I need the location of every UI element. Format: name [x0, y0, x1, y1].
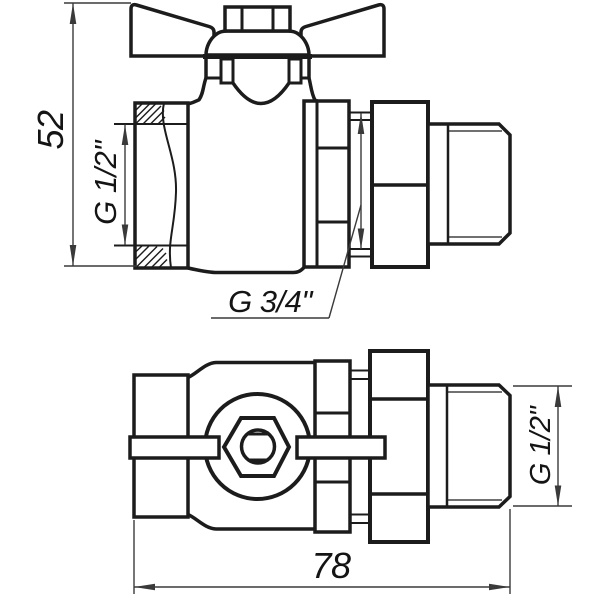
handle-bar-left — [128, 435, 221, 460]
stem-top-circle — [239, 428, 277, 465]
butterfly-handle — [129, 2, 386, 106]
plan-male-thread-end — [426, 383, 512, 509]
section-hatching — [134, 103, 168, 269]
body-top-right-edge — [307, 77, 319, 103]
handle-cap — [204, 29, 311, 57]
male-thread-outline — [426, 122, 512, 246]
plan-body-top-edge — [187, 360, 315, 380]
arrowhead-down — [554, 485, 562, 506]
arrowhead-down — [121, 224, 129, 245]
dim-union-thread-label: G 3/4" — [228, 284, 314, 319]
union-nut — [370, 100, 430, 269]
front-view — [114, 2, 512, 275]
handle-bar-right — [295, 435, 387, 460]
plan-body-bottom-edge — [187, 512, 315, 531]
dimension-arrowheads — [69, 3, 562, 591]
female-thread-end — [114, 101, 190, 270]
stem-gland-left — [219, 57, 235, 85]
neck-arc — [231, 82, 291, 106]
dim-length-label: 78 — [311, 545, 351, 586]
handle-nut — [223, 5, 292, 33]
dim-inlet-thread-label: G 1/2" — [88, 139, 123, 225]
arrowhead-up — [69, 3, 77, 24]
female-end-outline — [133, 101, 190, 270]
body-top-left-edge — [187, 77, 208, 106]
plan-handle-bars — [128, 435, 387, 460]
arrowhead-left — [134, 583, 155, 591]
dimension-labels: 52 G 1/2" G 3/4" 78 G 1/2" — [30, 110, 557, 586]
dimensions — [64, 2, 572, 594]
valve-body — [187, 77, 351, 275]
arrowhead-up — [121, 124, 129, 145]
arrowhead-up — [357, 113, 365, 134]
body-bottom-edge — [187, 266, 306, 275]
dim-height-52 — [64, 2, 137, 267]
break-line — [161, 102, 178, 269]
arrowhead-right — [489, 583, 510, 591]
arrowhead-up — [554, 386, 562, 407]
stem-gland-right — [287, 57, 303, 85]
plan-stem-assembly — [203, 392, 312, 501]
leader-line — [328, 204, 362, 319]
dim-height-label: 52 — [30, 110, 71, 150]
arrowhead-down — [357, 228, 365, 249]
dim-outlet-thread-label: G 1/2" — [525, 405, 557, 485]
dim-length-78 — [133, 509, 511, 594]
plan-male-thread-outline — [426, 383, 512, 509]
plan-exposed-union-thread — [350, 369, 370, 524]
dim-union-thread — [211, 113, 362, 319]
body-hex-section — [302, 99, 351, 269]
male-thread-end — [426, 122, 512, 246]
handle-right-wing — [299, 2, 386, 58]
plan-view — [128, 349, 512, 544]
handle-left-wing — [129, 2, 216, 58]
arrowhead-down — [69, 245, 77, 266]
